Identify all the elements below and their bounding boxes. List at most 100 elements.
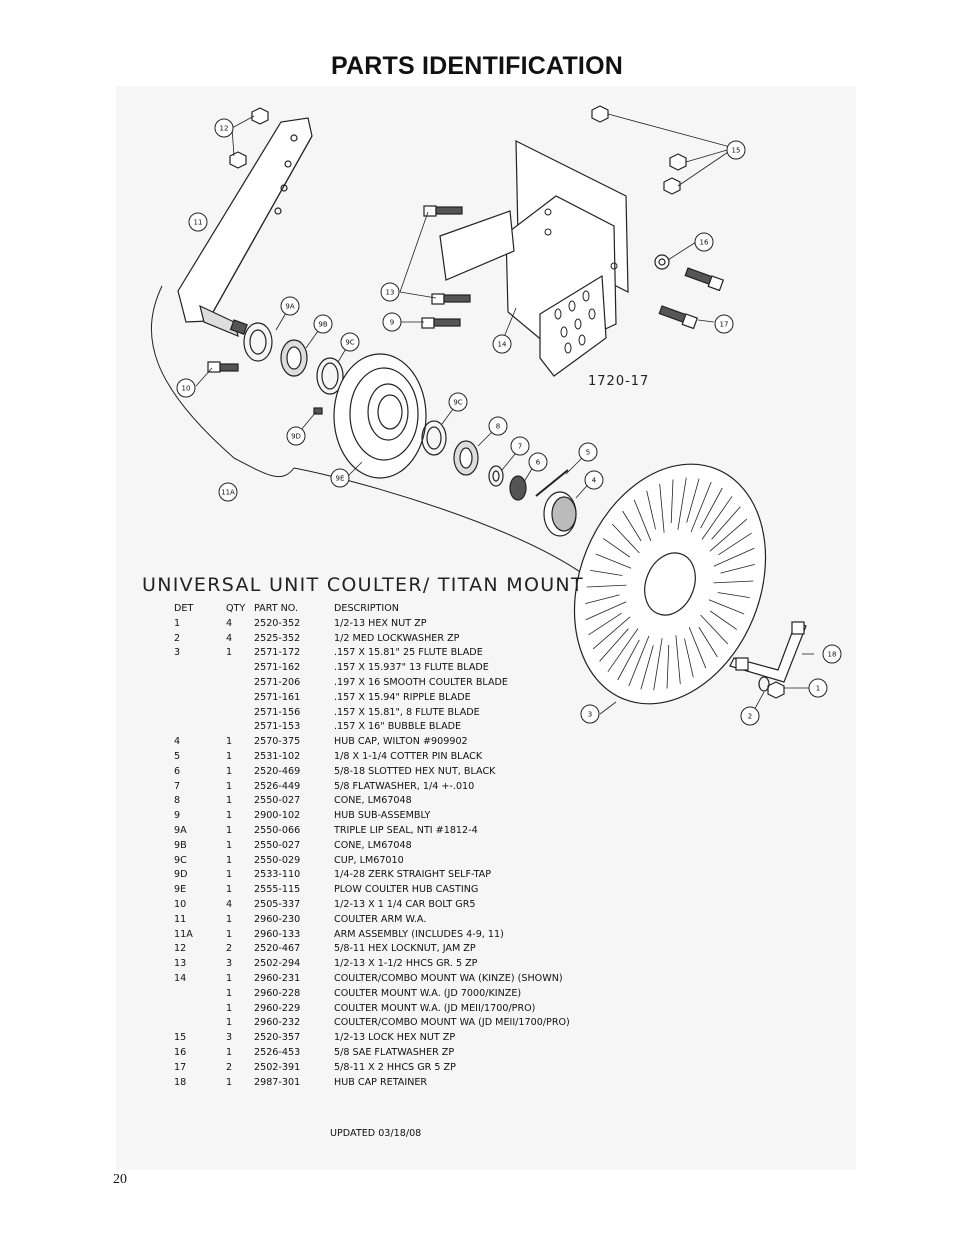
callout-17: 17 [714, 314, 734, 334]
svg-text:17: 17 [720, 321, 729, 329]
cell-part-no: 2531-102 [254, 750, 301, 762]
spindle [199, 304, 239, 338]
callout-11: 11 [188, 212, 208, 232]
blade-flute [713, 580, 754, 584]
cell-det: 12 [174, 943, 187, 955]
cell-det [164, 1016, 226, 1031]
cell-description: 5/8 FLATWASHER, 1/4 +-.010 [334, 780, 475, 792]
mount-face [439, 210, 515, 281]
callout-9a: 9A [280, 296, 300, 316]
arm-hole [290, 134, 298, 142]
cell-part-no: 2960-229 [254, 1002, 301, 1014]
callout-9c: 9C [340, 332, 360, 352]
flatwasher [488, 465, 504, 487]
cell-det: 13 [174, 958, 187, 970]
cell-qty: 1 [226, 824, 233, 836]
cell-part-no: 2550-027 [254, 795, 301, 807]
header-qty: QTY [226, 603, 246, 614]
cell-det: 16 [174, 1046, 187, 1058]
callout-6: 6 [528, 452, 548, 472]
page-number: 20 [113, 1172, 127, 1187]
cell-part-no: 2571-162 [254, 662, 301, 674]
blade-flute [590, 570, 623, 576]
cell-qty: 1 [226, 839, 233, 851]
cell-description: TRIPLE LIP SEAL, NTI #1812-4 [334, 824, 478, 836]
blade-flute [599, 628, 629, 662]
mount-slotted-plate [539, 274, 607, 377]
blade-flute [646, 490, 656, 530]
callout-2: 2 [740, 706, 760, 726]
cell-part-no: 2571-172 [254, 647, 301, 659]
exploded-diagram: 12 11 15 16 13 9 14 17 9A 9B 9C 10 9C 8 … [150, 105, 842, 726]
callout-8: 8 [488, 416, 508, 436]
arm-hole [280, 184, 288, 192]
cell-part-no: 2571-206 [254, 676, 301, 688]
table-row: 2571-206.197 X 16 SMOOTH COULTER BLADE [164, 676, 594, 691]
callout-9c-2: 9C [448, 392, 468, 412]
assembly-title: UNIVERSAL UNIT COULTER/ TITAN MOUNT [142, 574, 584, 596]
blade-flute [690, 481, 712, 533]
header-description: DESCRIPTION [334, 603, 399, 614]
cell-det: 14 [174, 972, 187, 984]
cell-qty [226, 676, 254, 691]
table-row: 2571-162.157 X 15.937" 13 FLUTE BLADE [164, 661, 594, 676]
cell-det: 9E [174, 884, 187, 896]
svg-text:9D: 9D [291, 433, 301, 441]
svg-text:5: 5 [586, 449, 590, 457]
cell-description: CONE, LM67048 [334, 795, 412, 807]
cell-qty: 3 [226, 1032, 233, 1044]
callout-3: 3 [580, 704, 600, 724]
cell-description: COULTER/COMBO MOUNT WA (KINZE) (SHOWN) [334, 972, 563, 984]
cell-qty [226, 691, 254, 706]
svg-text:8: 8 [496, 423, 500, 431]
cell-qty: 1 [226, 987, 233, 999]
cell-part-no: 2987-301 [254, 1076, 301, 1088]
callout-11a: 11A [218, 482, 238, 502]
svg-text:1: 1 [816, 685, 820, 693]
blade-flute [607, 628, 639, 672]
cell-part-no: 2526-449 [254, 780, 301, 792]
cell-det: 5 [174, 750, 181, 762]
cell-part-no: 2526-453 [254, 1046, 301, 1058]
header-part-no: PART NO. [254, 603, 298, 614]
cell-part-no: 2900-102 [254, 810, 301, 822]
blade-flute [688, 627, 707, 669]
cell-description: PLOW COULTER HUB CASTING [334, 884, 479, 896]
callout-1: 1 [808, 678, 828, 698]
cell-qty: 2 [226, 1061, 233, 1073]
cell-description: 1/4-28 ZERK STRAIGHT SELF-TAP [334, 869, 492, 881]
seal [243, 322, 273, 362]
cell-part-no: 2505-337 [254, 898, 301, 910]
cell-det: 17 [174, 1061, 187, 1073]
cell-det [164, 1002, 226, 1017]
cell-qty: 1 [226, 647, 233, 659]
cell-part-no: 2525-352 [254, 632, 301, 644]
blade-flute [686, 478, 700, 523]
cell-description: 5/8-11 X 2 HHCS GR 5 ZP [334, 1061, 456, 1073]
cell-qty [226, 720, 254, 735]
cell-det: 7 [174, 780, 181, 792]
cell-description: CONE, LM67048 [334, 839, 412, 851]
cell-part-no: 2571-161 [254, 691, 301, 703]
table-row: 14 1 2960-231 COULTER/COMBO MOUNT WA (KINZE… [164, 972, 594, 987]
updated-date: UPDATED 03/18/08 [330, 1128, 422, 1139]
cell-part-no: 2520-467 [254, 943, 301, 955]
callout-4: 4 [584, 470, 604, 490]
cell-part-no: 2571-153 [254, 721, 301, 733]
blade-flute [675, 635, 681, 685]
cell-qty [226, 661, 254, 676]
cell-part-no: 2960-231 [254, 972, 301, 984]
cell-part-no: 2520-352 [254, 617, 301, 629]
callout-18: 18 [822, 644, 842, 664]
callout-9d: 9D [286, 426, 306, 446]
cell-det: 9A [174, 824, 187, 836]
cell-qty: 1 [226, 972, 233, 984]
cell-part-no: 2571-156 [254, 706, 301, 718]
